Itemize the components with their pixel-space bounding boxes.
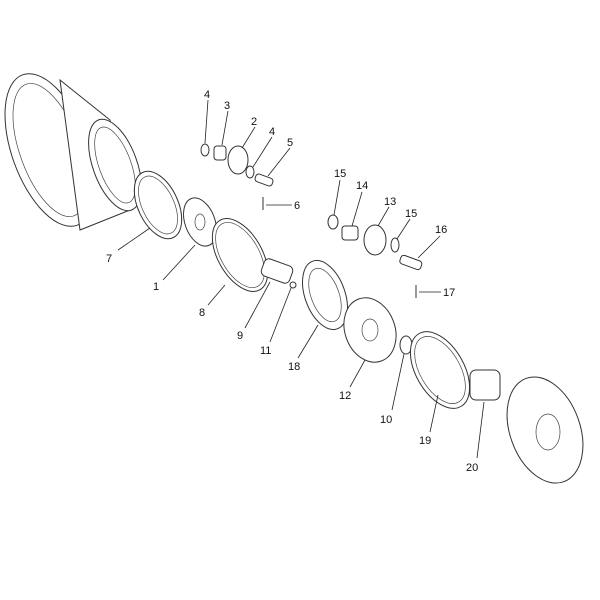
cover [506,376,584,484]
label-1: 1 [153,281,159,293]
label-8: 8 [199,307,205,319]
part-20-gear [469,369,501,401]
label-9: 9 [237,330,243,342]
label-19: 19 [419,435,431,447]
label-4b: 4 [269,126,275,138]
label-11: 11 [260,345,271,357]
part-5-pin [254,173,274,187]
label-14: 14 [356,180,368,192]
part-15-washer [327,214,339,230]
part-11-ball [289,281,297,289]
label-2: 2 [251,116,257,128]
part-4-washer [200,143,210,157]
label-3: 3 [224,100,230,112]
part-2-gear [227,145,249,175]
label-4: 4 [204,89,210,101]
label-17: 17 [443,287,455,299]
part-14-bearing [341,225,359,241]
leader-lines [117,99,485,459]
part-9-shaft [260,258,294,284]
label-15b: 15 [405,208,417,220]
part-19-ring [409,331,471,409]
label-12: 12 [339,390,351,402]
label-16: 16 [435,224,447,236]
part-labels: 4 3 2 4 5 6 7 1 8 9 11 18 15 14 13 15 16… [106,89,478,474]
housing [4,73,142,231]
part-4-washer-b [245,165,255,179]
part-18-ring-gear [302,259,348,331]
label-18: 18 [288,361,300,373]
part-16-pin [399,254,423,271]
label-13: 13 [384,196,396,208]
part-15-washer-b [390,237,400,253]
label-5: 5 [287,137,293,149]
label-10: 10 [380,414,392,426]
part-8-ring [211,218,269,292]
label-7: 7 [106,253,112,265]
part-12-carrier [343,297,397,363]
part-3-bearing [213,145,227,161]
part-1-carrier [183,197,217,247]
label-6: 6 [294,200,300,212]
part-13-gear [363,224,387,256]
label-20: 20 [466,462,478,474]
part-7-ring [133,170,183,240]
label-15: 15 [334,168,346,180]
